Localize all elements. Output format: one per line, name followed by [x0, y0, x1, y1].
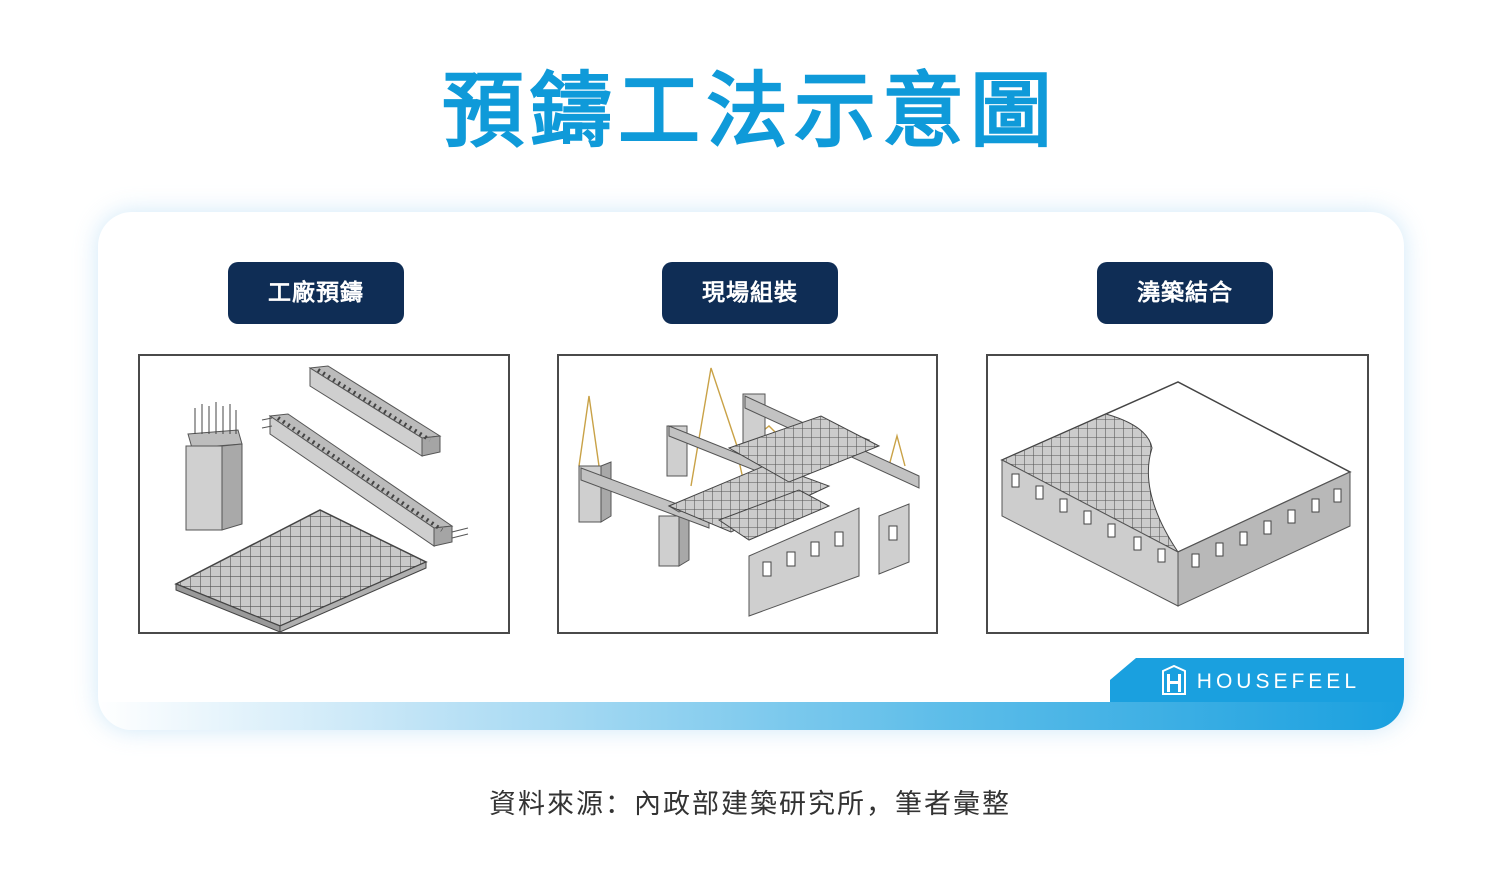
precast-slab [174, 509, 428, 632]
step-label-casting-joint: 澆築結合 [1097, 262, 1273, 324]
exposed-slab-grid [1000, 413, 1179, 553]
brand-tab [1110, 658, 1404, 702]
step-label-factory-precast: 工廠預鑄 [228, 262, 404, 324]
cast-walls [1001, 459, 1351, 607]
illustration-site-assembly [557, 354, 938, 634]
site-slabs [667, 415, 881, 541]
brand-name: HOUSEFEEL [1196, 670, 1360, 693]
page-title: 預鑄工法示意圖 [441, 64, 1058, 159]
precast-beam-upper [308, 365, 442, 457]
brand-logo: HOUSEFEEL [1161, 664, 1360, 700]
housefeel-logo-icon [1161, 664, 1187, 699]
step-label-site-assembly: 現場組裝 [662, 262, 838, 324]
illustration-factory-precast [138, 354, 510, 634]
diagram-card: 工廠預鑄 現場組裝 澆築結合 [98, 212, 1404, 730]
card-gradient-bar [98, 702, 1404, 730]
precast-column [185, 402, 243, 531]
site-walls [748, 503, 910, 617]
illustration-casting-joint [986, 354, 1369, 634]
source-caption: 資料來源：內政部建築研究所，筆者彙整 [489, 789, 1011, 820]
precast-beam-lower [261, 413, 469, 547]
